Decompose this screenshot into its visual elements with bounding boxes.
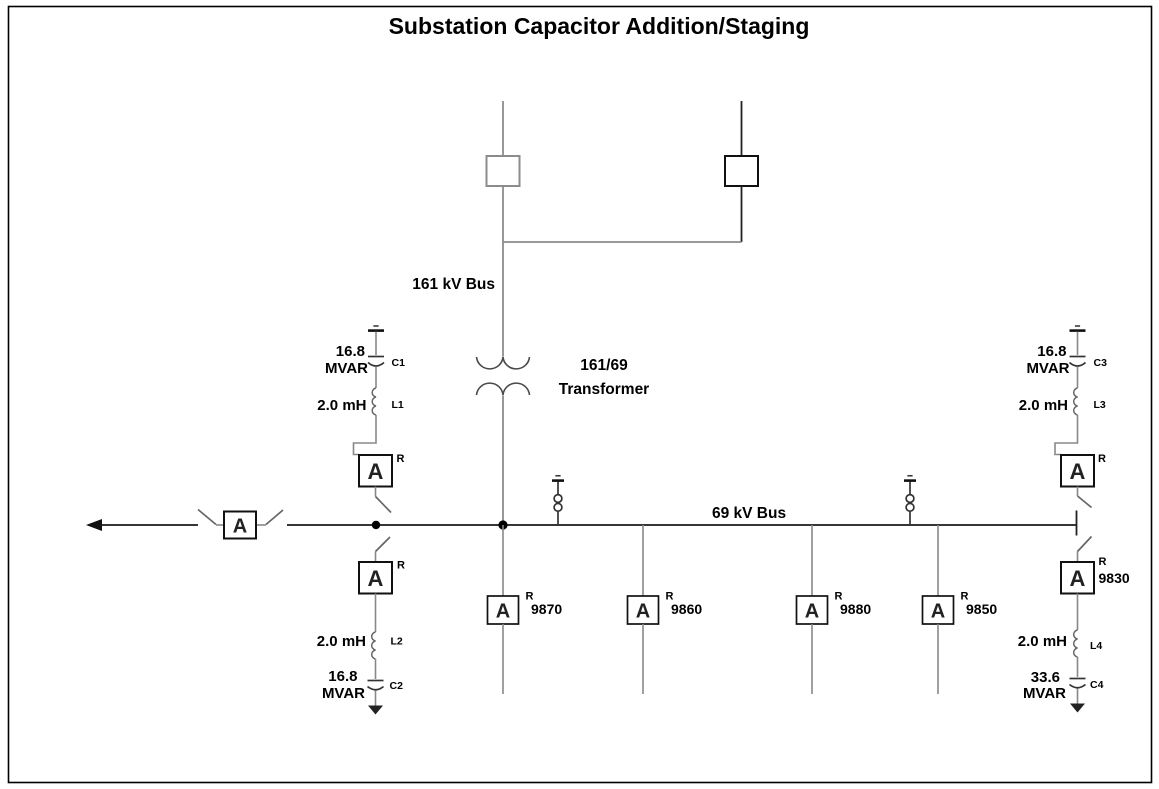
feeder-relay-flag: R (666, 591, 674, 603)
bank4-disconnect-blade (1076, 535, 1093, 553)
bank4-breaker-number: 9830 (1099, 570, 1130, 586)
bank4-ind-id: L4 (1090, 640, 1102, 652)
hv-section: 161 kV Bus (412, 101, 759, 357)
bank4-cap-id: C4 (1090, 679, 1104, 691)
transformer-ratio-label: 161/69 (580, 357, 628, 374)
inductor-l3-symbol (1072, 387, 1078, 416)
pt-circle-upper (905, 493, 915, 504)
cap-bank-4-branch: A R 9830 2.0 mH L4 33.6 MVAR C4 (1018, 535, 1130, 713)
lv-bus: A 69 kV Bus (86, 505, 1076, 540)
feeder-9850: A R 9850 (921, 525, 997, 694)
feeder-relay-flag: R (961, 591, 969, 603)
bank4-breaker-box (1060, 561, 1095, 595)
feeder-9870: A R 9870 (486, 525, 562, 694)
feeder-breaker-number: 9860 (671, 601, 702, 617)
capacitor-c1-curved-plate (367, 361, 385, 367)
bank1-ind-id: L1 (392, 399, 404, 411)
pt-circle-upper (553, 493, 563, 504)
feeder-breaker-box (486, 595, 520, 625)
bank1-breaker-letter: A (368, 459, 384, 484)
page-title: Substation Capacitor Addition/Staging (389, 13, 810, 39)
bank2-mvar-unit: MVAR (322, 685, 365, 702)
bank1-mvar-unit: MVAR (325, 360, 368, 377)
bank2-disconnect-blade (374, 536, 391, 553)
tie-breaker-letter: A (233, 516, 247, 538)
bank1-mvar-value: 16.8 (336, 343, 365, 360)
cap-bank-2-branch: A R 2.0 mH L2 16.8 MVAR C2 (317, 536, 405, 715)
wire-jog (352, 415, 377, 456)
bank3-cap-id: C3 (1094, 357, 1108, 369)
bus-exit-arrow-icon (86, 519, 102, 531)
pt-circle-lower (905, 502, 915, 513)
bank1-breaker-box (358, 454, 393, 488)
bank1-cap-id: C1 (392, 357, 406, 369)
bank3-inductance: 2.0 mH (1019, 397, 1068, 414)
bank3-breaker-letter: A (1070, 459, 1086, 484)
feeder-breaker-number: 9850 (966, 601, 997, 617)
line-terminal-square-right (724, 155, 759, 187)
transformer-winding-top (475, 356, 531, 370)
bus-junction-dot-left (371, 520, 381, 530)
capacitor-c2-curved-plate (366, 685, 385, 691)
feeder-breaker-letter: A (805, 601, 819, 623)
feeder-relay-flag: R (835, 591, 843, 603)
bank2-cap-id: C2 (390, 680, 404, 692)
capacitor-c4-curved-plate (1068, 683, 1087, 689)
capacitor-c3-curved-plate (1068, 361, 1087, 367)
bank1-relay-flag: R (397, 453, 405, 465)
feeder-breaker-letter: A (496, 601, 510, 623)
inductor-l2-symbol (370, 631, 376, 660)
bank3-ind-id: L3 (1094, 399, 1106, 411)
ground-arrow-icon (1070, 703, 1085, 713)
page-border (7, 5, 1153, 784)
feeder-breaker-letter: A (636, 601, 650, 623)
inductor-l4-symbol (1072, 629, 1078, 658)
disconnect-blade-right (265, 509, 284, 526)
bank2-relay-flag: R (397, 560, 405, 572)
bank4-inductance: 2.0 mH (1018, 633, 1067, 650)
transformer-winding-bottom (475, 382, 531, 396)
feeder-9860: A R 9860 (626, 525, 702, 694)
inductor-l1-symbol (371, 387, 377, 416)
feeder-breaker-number: 9870 (531, 601, 562, 617)
pt-stack-right (904, 475, 916, 525)
pt-stack-left (552, 475, 564, 525)
feeder-relay-flag: R (526, 591, 534, 603)
bank2-ind-id: L2 (391, 636, 403, 648)
tie-breaker-box (223, 510, 257, 540)
pt-circle-lower (553, 502, 563, 513)
cap-bank-1-branch: A R 16.8 MVAR C1 2.0 mH L1 (317, 325, 406, 514)
bank1-inductance: 2.0 mH (317, 397, 366, 414)
bank4-relay-flag: R (1099, 556, 1107, 568)
bank3-disconnect-blade (1076, 495, 1093, 509)
transformer-name-label: Transformer (559, 381, 649, 398)
line-terminal-square-left (485, 155, 521, 187)
ground-arrow-icon (368, 705, 383, 715)
feeder-breaker-box (626, 595, 660, 625)
bank2-breaker-letter: A (368, 566, 384, 591)
hv-bus-label: 161 kV Bus (412, 276, 495, 293)
bank3-mvar-value: 16.8 (1037, 343, 1066, 360)
bank2-inductance: 2.0 mH (317, 633, 366, 650)
bank4-mvar-unit: MVAR (1023, 685, 1066, 702)
lv-bus-label: 69 kV Bus (712, 505, 786, 522)
bank3-relay-flag: R (1098, 453, 1106, 465)
disconnect-blade-left (197, 508, 217, 526)
bank3-breaker-box (1060, 454, 1095, 488)
bank1-disconnect-blade (374, 495, 392, 514)
wire-jog (1054, 415, 1079, 456)
feeder-9880: A R 9880 (795, 525, 871, 694)
bank3-mvar-unit: MVAR (1026, 360, 1069, 377)
bank2-mvar-value: 16.8 (328, 668, 357, 685)
feeder-breaker-letter: A (931, 601, 945, 623)
cap-bank-3-branch: A R 16.8 MVAR C3 2.0 mH L3 (1019, 325, 1108, 536)
bank4-breaker-letter: A (1070, 566, 1086, 591)
feeder-breaker-number: 9880 (840, 601, 871, 617)
bank4-mvar-value: 33.6 (1031, 669, 1060, 686)
transformer-161-69: 161/69 Transformer (475, 356, 649, 525)
